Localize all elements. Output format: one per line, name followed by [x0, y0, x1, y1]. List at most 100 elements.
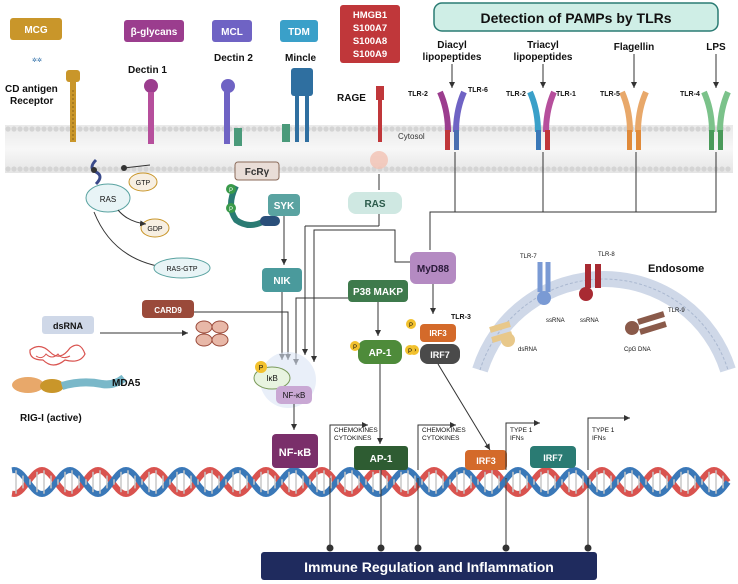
- tlr6-label: TLR-6: [468, 87, 488, 94]
- mcg-tag: MCG: [10, 18, 62, 40]
- lipid-head: [683, 126, 689, 132]
- lipid-head: [665, 126, 671, 132]
- lipid-head: [461, 166, 467, 172]
- footer-banner: Immune Regulation and Inflammation: [261, 552, 597, 580]
- dectin1-label: Dectin 1: [128, 65, 167, 76]
- tlr4-label: TLR-4: [680, 91, 700, 98]
- cd-antigen-receptor: ✲✲ CD antigen Receptor: [5, 57, 80, 142]
- lipid-head: [605, 166, 611, 172]
- lipid-head: [599, 166, 605, 172]
- lipid-head: [485, 126, 491, 132]
- lipid-head: [503, 166, 509, 172]
- lipid-head: [185, 166, 191, 172]
- ssrna-label-1: ssRNA: [546, 318, 565, 324]
- lipid-head: [533, 166, 539, 172]
- ras-small-label: RAS: [100, 195, 116, 204]
- lipid-head: [23, 166, 29, 172]
- nucleus-irf3-label: IRF3: [476, 456, 496, 466]
- tdm-label: TDM: [288, 27, 310, 38]
- lipid-head: [671, 166, 677, 172]
- lipid-head: [725, 166, 731, 172]
- ras-cluster: RAS GTP GDP RAS-GTP: [85, 158, 211, 279]
- lipid-head: [113, 166, 119, 172]
- lipid-head: [191, 126, 197, 132]
- lipid-head: [419, 166, 425, 172]
- lipid-head: [359, 126, 365, 132]
- lipid-head: [341, 166, 347, 172]
- lipid-head: [317, 126, 323, 132]
- tlr2-label-a: TLR-2: [408, 91, 428, 98]
- chemokines-1b: CYTOKINES: [334, 435, 372, 442]
- lipid-head: [659, 126, 665, 132]
- nucleus-ap1-label: AP-1: [370, 454, 393, 465]
- lipid-head: [677, 166, 683, 172]
- lipid-head: [41, 166, 47, 172]
- lipid-head: [131, 126, 137, 132]
- lipid-head: [587, 126, 593, 132]
- tlr9-label: TLR-9: [668, 308, 685, 314]
- tlr5-dimer: TLR-5: [600, 90, 649, 150]
- ssrna-label-2: ssRNA: [580, 318, 599, 324]
- syk-label: SYK: [274, 201, 295, 212]
- lipid-head: [725, 126, 731, 132]
- lipid-head: [203, 126, 209, 132]
- lipid-head: [131, 166, 137, 172]
- lipid-head: [491, 126, 497, 132]
- tlr4-dimer: TLR-4: [680, 90, 731, 150]
- lipid-head: [143, 126, 149, 132]
- lipid-head: [551, 166, 557, 172]
- irf3-label: IRF3: [429, 329, 447, 338]
- lipid-head: [5, 126, 11, 132]
- lipid-head: [443, 166, 449, 172]
- lipid-head: [395, 126, 401, 132]
- lipid-head: [581, 126, 587, 132]
- lipid-head: [707, 166, 713, 172]
- dectin2-label: Dectin 2: [214, 53, 253, 64]
- ikb-label: IκB: [266, 374, 278, 383]
- lipid-head: [209, 166, 215, 172]
- lipid-head: [467, 126, 473, 132]
- lipid-head: [587, 166, 593, 172]
- lipid-head: [473, 126, 479, 132]
- lipid-head: [437, 166, 443, 172]
- lipid-head: [107, 166, 113, 172]
- lipid-head: [383, 166, 389, 172]
- flagellin-label: Flagellin: [614, 42, 655, 53]
- lipid-head: [527, 126, 533, 132]
- lipid-head: [77, 166, 83, 172]
- lipid-head: [491, 166, 497, 172]
- lipid-head: [227, 166, 233, 172]
- lipid-head: [647, 126, 653, 132]
- lipid-head: [149, 166, 155, 172]
- p-label-fcry-1: P: [229, 188, 233, 194]
- lipid-head: [311, 126, 317, 132]
- lipid-head: [173, 166, 179, 172]
- lipid-head: [245, 126, 251, 132]
- lipid-head: [653, 166, 659, 172]
- lipid-head: [83, 126, 89, 132]
- lipid-head: [329, 126, 335, 132]
- lipid-head: [389, 166, 395, 172]
- tlr2-label-b: TLR-2: [506, 91, 526, 98]
- lps-label: LPS: [706, 42, 726, 53]
- lipid-head: [47, 126, 53, 132]
- lipid-head: [593, 126, 599, 132]
- lipid-head: [341, 126, 347, 132]
- lipid-head: [395, 166, 401, 172]
- s100a9-label: S100A9: [353, 49, 387, 60]
- lipid-head: [647, 166, 653, 172]
- dna-helix: [11, 466, 731, 498]
- gtp-label: GTP: [136, 180, 151, 187]
- lipid-head: [401, 166, 407, 172]
- lipid-head: [545, 166, 551, 172]
- lipid-head: [371, 126, 377, 132]
- fcry-syk: FcRγ P P SYK: [226, 161, 300, 265]
- lipid-head: [173, 126, 179, 132]
- lipid-head: [557, 126, 563, 132]
- lipid-head: [419, 126, 425, 132]
- lipid-head: [617, 166, 623, 172]
- lipid-head: [425, 166, 431, 172]
- lipid-head: [407, 166, 413, 172]
- lipid-head: [323, 126, 329, 132]
